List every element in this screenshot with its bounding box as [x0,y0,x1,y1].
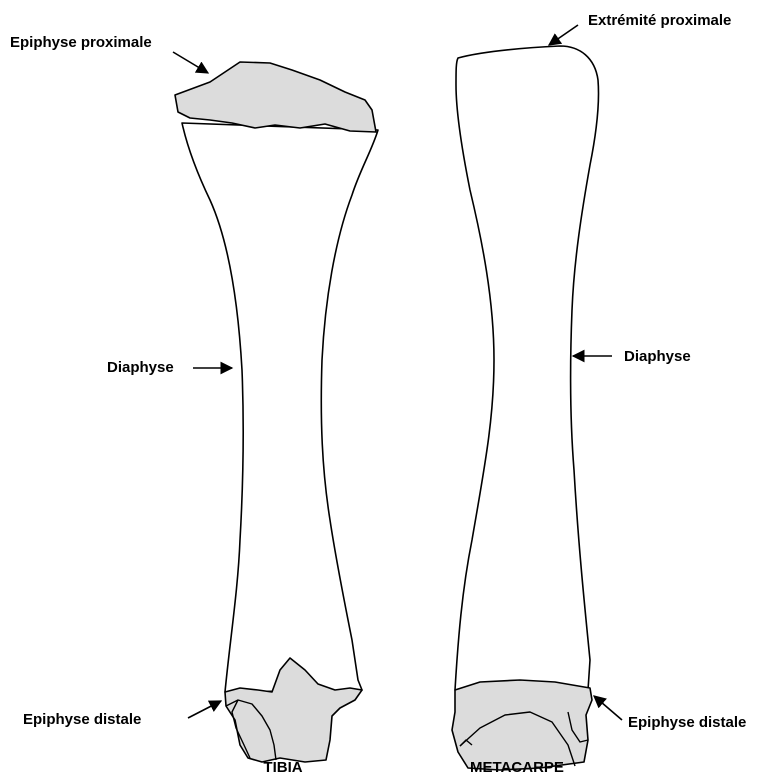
metacarpe [452,46,599,770]
tibia-proximal-label: Epiphyse proximale [10,34,152,51]
metacarpe-diaphysis-label: Diaphyse [624,348,691,365]
metacarpe-proximal-label: Extrémité proximale [588,12,731,29]
tibia-distal-label: Epiphyse distale [23,711,141,728]
tibia-caption: TIBIA [263,759,302,776]
tibia-proximal-arrow [173,52,208,73]
metacarpe-shaft [455,46,599,690]
tibia-shaft [182,123,378,692]
tibia-diaphysis-label: Diaphyse [107,359,174,376]
tibia-proximal-epiphysis [175,62,376,132]
metacarpe-distal-label: Epiphyse distale [628,714,746,731]
metacarpe-distal-arrow [594,696,622,720]
tibia [175,62,378,762]
metacarpe-caption: METACARPE [470,759,564,776]
tibia-distal-arrow [188,701,221,718]
metacarpe-proximal-arrow [549,25,578,45]
